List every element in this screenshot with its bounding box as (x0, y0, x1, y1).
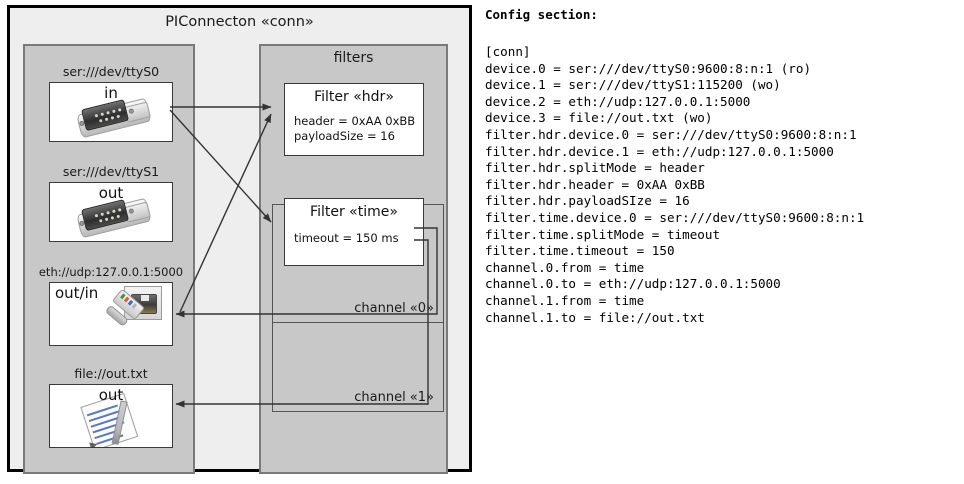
filter-prop: header = 0xAA 0xBB (294, 114, 416, 128)
page-title: PIConnecton «conn» (165, 14, 314, 30)
filter-prop: payloadSize = 16 (294, 129, 395, 143)
device-label-file: file://out.txt (74, 366, 148, 381)
config-line: channel.0.from = time (485, 259, 645, 275)
channel-label-1: channel «1» (354, 390, 434, 405)
config-line: device.1 = ser:///dev/ttyS1:115200 (wo) (485, 77, 781, 93)
config-line: filter.hdr.device.1 = eth://udp:127.0.0.… (485, 143, 834, 159)
device-card-caption-out-in: out/in (55, 284, 99, 302)
config-section-heading: Config section: (485, 7, 598, 22)
config-line: filter.time.device.0 = ser:///dev/ttyS0:… (485, 209, 865, 225)
device-entry-file[interactable]: file://out.txt out (37, 366, 185, 448)
filter-title-time: Filter «time» (310, 204, 398, 220)
channel-label-0: channel «0» (354, 301, 434, 316)
filter-box-hdr[interactable]: Filter «hdr» header = 0xAA 0xBB payloadS… (284, 83, 424, 156)
device-card-ttys0[interactable]: in (49, 82, 173, 142)
filter-box-time[interactable]: Filter «time» timeout = 150 ms (284, 198, 424, 266)
device-card-ttys1[interactable]: out (49, 182, 173, 242)
config-panel: Config section: [conn]device.0 = ser:///… (482, 0, 964, 484)
config-line: filter.hdr.device.0 = ser:///dev/ttyS0:9… (485, 126, 857, 142)
filter-prop: timeout = 150 ms (294, 231, 399, 245)
config-line: device.2 = eth://udp:127.0.0.1:5000 (485, 93, 751, 109)
filters-group-title: filters (333, 50, 374, 66)
config-line: channel.1.to = file://out.txt (485, 309, 705, 325)
ethernet-jack-icon (104, 286, 170, 344)
device-label-ttys1: ser:///dev/ttyS1 (62, 164, 160, 179)
filter-props-hdr: header = 0xAA 0xBB payloadSize = 16 (294, 114, 415, 144)
channel-zone-1: channel «1» (272, 322, 444, 412)
device-label-ttys0: ser:///dev/ttyS0 (62, 64, 160, 79)
config-line: device.0 = ser:///dev/ttyS0:9600:8:n:1 (… (485, 60, 812, 76)
device-card-eth[interactable]: out/in (49, 282, 173, 346)
config-line: filter.hdr.header = 0xAA 0xBB (485, 176, 705, 192)
device-card-file[interactable]: out (49, 384, 173, 448)
config-line: channel.1.from = time (485, 292, 645, 308)
config-line: filter.time.splitMode = timeout (485, 226, 721, 242)
filter-props-time: timeout = 150 ms (294, 231, 399, 246)
config-line: device.3 = file://out.txt (wo) (485, 110, 713, 126)
device-entry-ttys0[interactable]: ser:///dev/ttyS0 in (37, 64, 185, 142)
device-card-caption-out: out (98, 184, 124, 202)
device-card-caption-in: in (104, 84, 118, 102)
device-entry-ttys1[interactable]: ser:///dev/ttyS1 out (37, 164, 185, 242)
device-card-caption-out-file: out (98, 386, 124, 404)
config-line: [conn] (485, 44, 531, 59)
piconnector-outer-box: PIConnecton «conn» ser:///dev/ttyS0 in (7, 5, 472, 474)
diagram-panel: PIConnecton «conn» ser:///dev/ttyS0 in (0, 0, 478, 484)
config-line: filter.hdr.splitMode = header (485, 160, 705, 176)
device-entry-eth[interactable]: eth://udp:127.0.0.1:5000 out/in (37, 264, 185, 346)
devices-group: ser:///dev/ttyS0 in (23, 44, 195, 474)
filter-title-hdr: Filter «hdr» (314, 89, 394, 105)
config-line: channel.0.to = eth://udp:127.0.0.1:5000 (485, 276, 781, 292)
device-label-eth: eth://udp:127.0.0.1:5000 (38, 265, 184, 279)
config-section-text: [conn]device.0 = ser:///dev/ttyS0:9600:8… (485, 44, 864, 326)
config-line: filter.time.timeout = 150 (485, 243, 675, 259)
config-line: filter.hdr.payloadSIze = 16 (485, 193, 690, 209)
